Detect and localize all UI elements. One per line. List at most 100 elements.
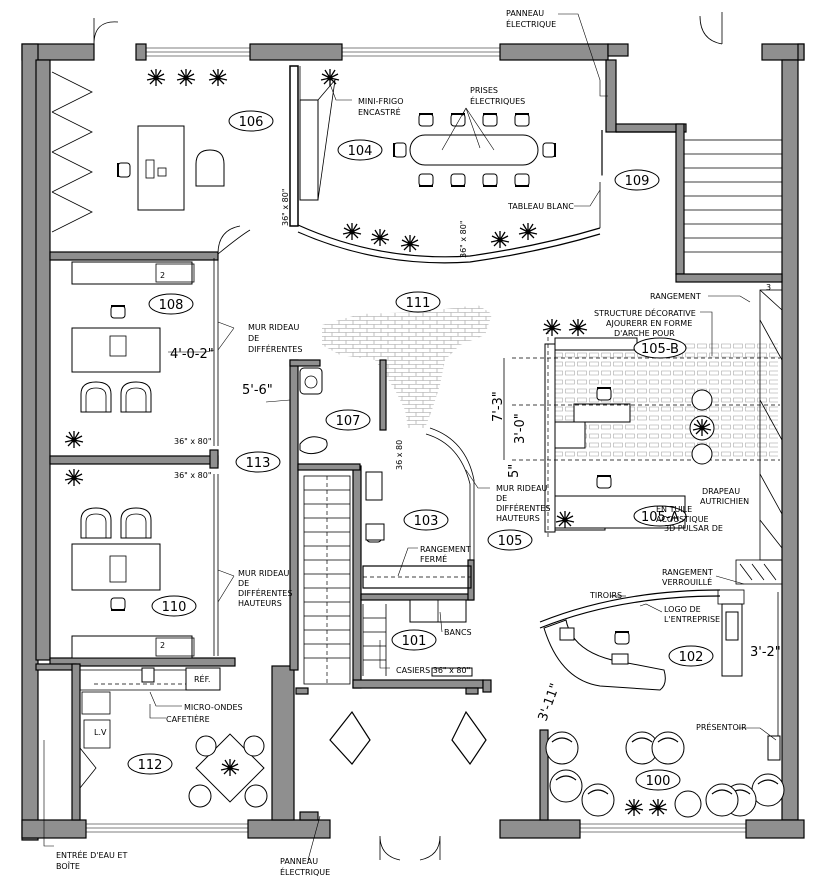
acoustic-ceiling-105B xyxy=(553,340,778,460)
svg-text:106: 106 xyxy=(239,115,264,130)
svg-text:110: 110 xyxy=(162,600,187,615)
rangement-verrouille-line1: RANGEMENT xyxy=(662,568,713,577)
rangement-ferme-line2: FERMÉ xyxy=(420,553,447,564)
casiers: CASIERS 36" x 80" xyxy=(396,666,470,675)
room-112-badge: 112 xyxy=(127,753,173,775)
room-104-badge: 104 xyxy=(337,139,383,161)
mur-rideau-2-line1: MUR RIDEAU xyxy=(496,484,547,493)
stair-mark-3: 3 xyxy=(766,283,771,292)
exterior-walls xyxy=(21,43,805,841)
room-103-badge: 103 xyxy=(403,509,449,531)
brick-floor-111 xyxy=(322,305,492,428)
mur-rideau-3-line1: MUR RIDEAU xyxy=(238,569,289,578)
room-102 xyxy=(539,589,781,761)
panneau-top-line1: PANNEAU xyxy=(506,9,544,18)
room-113-badge: 113 xyxy=(235,451,281,473)
mur-rideau-2-line4: HAUTEURS xyxy=(496,514,540,523)
mini-frigo-line2: ENCASTRÉ xyxy=(358,106,401,117)
prises-line1: PRISES xyxy=(470,86,498,95)
mur-rideau-3-line3: DIFFÉRENTES xyxy=(238,587,292,598)
mur-rideau-1-line2: DE xyxy=(248,334,259,343)
dim-5-6: 5'-6" xyxy=(242,383,273,398)
drapeau-line2: AUTRICHIEN xyxy=(700,497,749,506)
room-106 xyxy=(51,68,241,255)
svg-text:113: 113 xyxy=(246,456,271,471)
entree-line1: ENTRÉE D'EAU ET xyxy=(56,849,127,860)
svg-text:105-A: 105-A xyxy=(641,510,679,525)
door-dim-104: 36" x 80" xyxy=(281,188,290,226)
room-badges: 106 104 109 111 108 105-B 107 113 103 10… xyxy=(127,110,714,791)
presentoir: PRÉSENTOIR xyxy=(696,721,747,732)
panneau-bottom-line1: PANNEAU xyxy=(280,857,318,866)
stair-mark-2a: 2 xyxy=(160,271,165,280)
stair-main xyxy=(303,475,351,685)
bancs: BANCS xyxy=(444,628,472,637)
mur-rideau-3-line4: HAUTEURS xyxy=(238,599,282,608)
door-dim-108: 36" x 80" xyxy=(174,437,212,446)
dim-3-0: 3'-0" xyxy=(513,413,528,444)
structure-line3: D'ARCHE POUR xyxy=(614,329,675,338)
prises-line2: ÉLECTRIQUES xyxy=(470,95,525,106)
mur-rideau-3-line2: DE xyxy=(238,579,249,588)
entree-line2: BOÎTE xyxy=(56,860,80,871)
rangement-verrouille-line2: VERROUILLÉ xyxy=(662,576,712,587)
svg-text:102: 102 xyxy=(679,650,704,665)
svg-text:108: 108 xyxy=(159,298,184,313)
room-105A-badge: 105-A xyxy=(633,505,687,527)
room-107 xyxy=(299,367,328,455)
mur-rideau-2-line3: DIFFÉRENTES xyxy=(496,502,550,513)
room-111-badge: 111 xyxy=(395,291,441,313)
room-105 xyxy=(503,289,783,585)
dim-5: 5" xyxy=(507,464,522,478)
svg-text:100: 100 xyxy=(646,774,671,789)
room-106-badge: 106 xyxy=(228,110,274,132)
tiroirs: TIROIRS xyxy=(589,591,622,600)
room-105B-badge: 105-B xyxy=(633,337,687,359)
tuile-line2: ACOUSTIQUE xyxy=(656,515,709,524)
mini-frigo-line1: MINI-FRIGO xyxy=(358,97,404,106)
interior-walls xyxy=(35,59,783,821)
stair-109 xyxy=(683,139,783,275)
room-101-badge: 101 xyxy=(391,629,437,651)
tuile-line1: EN TUILE xyxy=(656,505,692,514)
room-110 xyxy=(64,468,195,659)
svg-text:103: 103 xyxy=(414,514,439,529)
dim-3-2: 3'-2" xyxy=(750,645,781,660)
structure-line1: STRUCTURE DÉCORATIVE xyxy=(594,307,696,318)
annotations: PANNEAU ÉLECTRIQUE MINI-FRIGO ENCASTRÉ P… xyxy=(56,9,749,877)
room-109-badge: 109 xyxy=(614,169,660,191)
dim-7-3: 7'-3" xyxy=(491,391,506,422)
mur-rideau-1-line1: MUR RIDEAU xyxy=(248,323,299,332)
door-dim-110: 36" x 80" xyxy=(174,471,212,480)
room-102-badge: 102 xyxy=(668,645,714,667)
logo-line1: LOGO DE xyxy=(664,605,701,614)
mur-rideau-1-line3: DIFFÉRENTES xyxy=(248,343,302,354)
room-101 xyxy=(409,599,473,677)
room-112 xyxy=(79,667,268,808)
svg-text:105: 105 xyxy=(498,534,523,549)
lv-sink: L.V xyxy=(94,728,107,737)
room-105-badge: 105 xyxy=(487,529,533,551)
door-dim-107: 36 x 80 xyxy=(395,440,404,470)
logo-line2: L'ENTREPRISE xyxy=(664,615,720,624)
svg-text:109: 109 xyxy=(625,174,650,189)
rangement-top: RANGEMENT xyxy=(650,292,701,301)
room-110-badge: 110 xyxy=(151,595,197,617)
panneau-bottom-line2: ÉLECTRIQUE xyxy=(280,866,330,877)
leader-lines xyxy=(43,13,777,861)
micro-ondes: MICRO-ONDES xyxy=(184,703,243,712)
room-100 xyxy=(545,731,785,818)
svg-text:101: 101 xyxy=(402,634,427,649)
room-103 xyxy=(362,427,475,589)
stair-101 xyxy=(362,604,387,676)
cafetiere: CAFETIÈRE xyxy=(166,713,210,724)
structure-line2: AJOURERR EN FORME xyxy=(606,319,692,328)
dim-3-11: 3'-11" xyxy=(536,682,563,724)
room-108-badge: 108 xyxy=(148,293,194,315)
svg-text:107: 107 xyxy=(336,414,361,429)
drapeau-line1: DRAPEAU xyxy=(702,487,740,496)
mur-rideau-2-line2: DE xyxy=(496,494,507,503)
room-100-badge: 100 xyxy=(635,769,681,791)
door-dim-104b: 36" x 80" xyxy=(459,220,468,258)
